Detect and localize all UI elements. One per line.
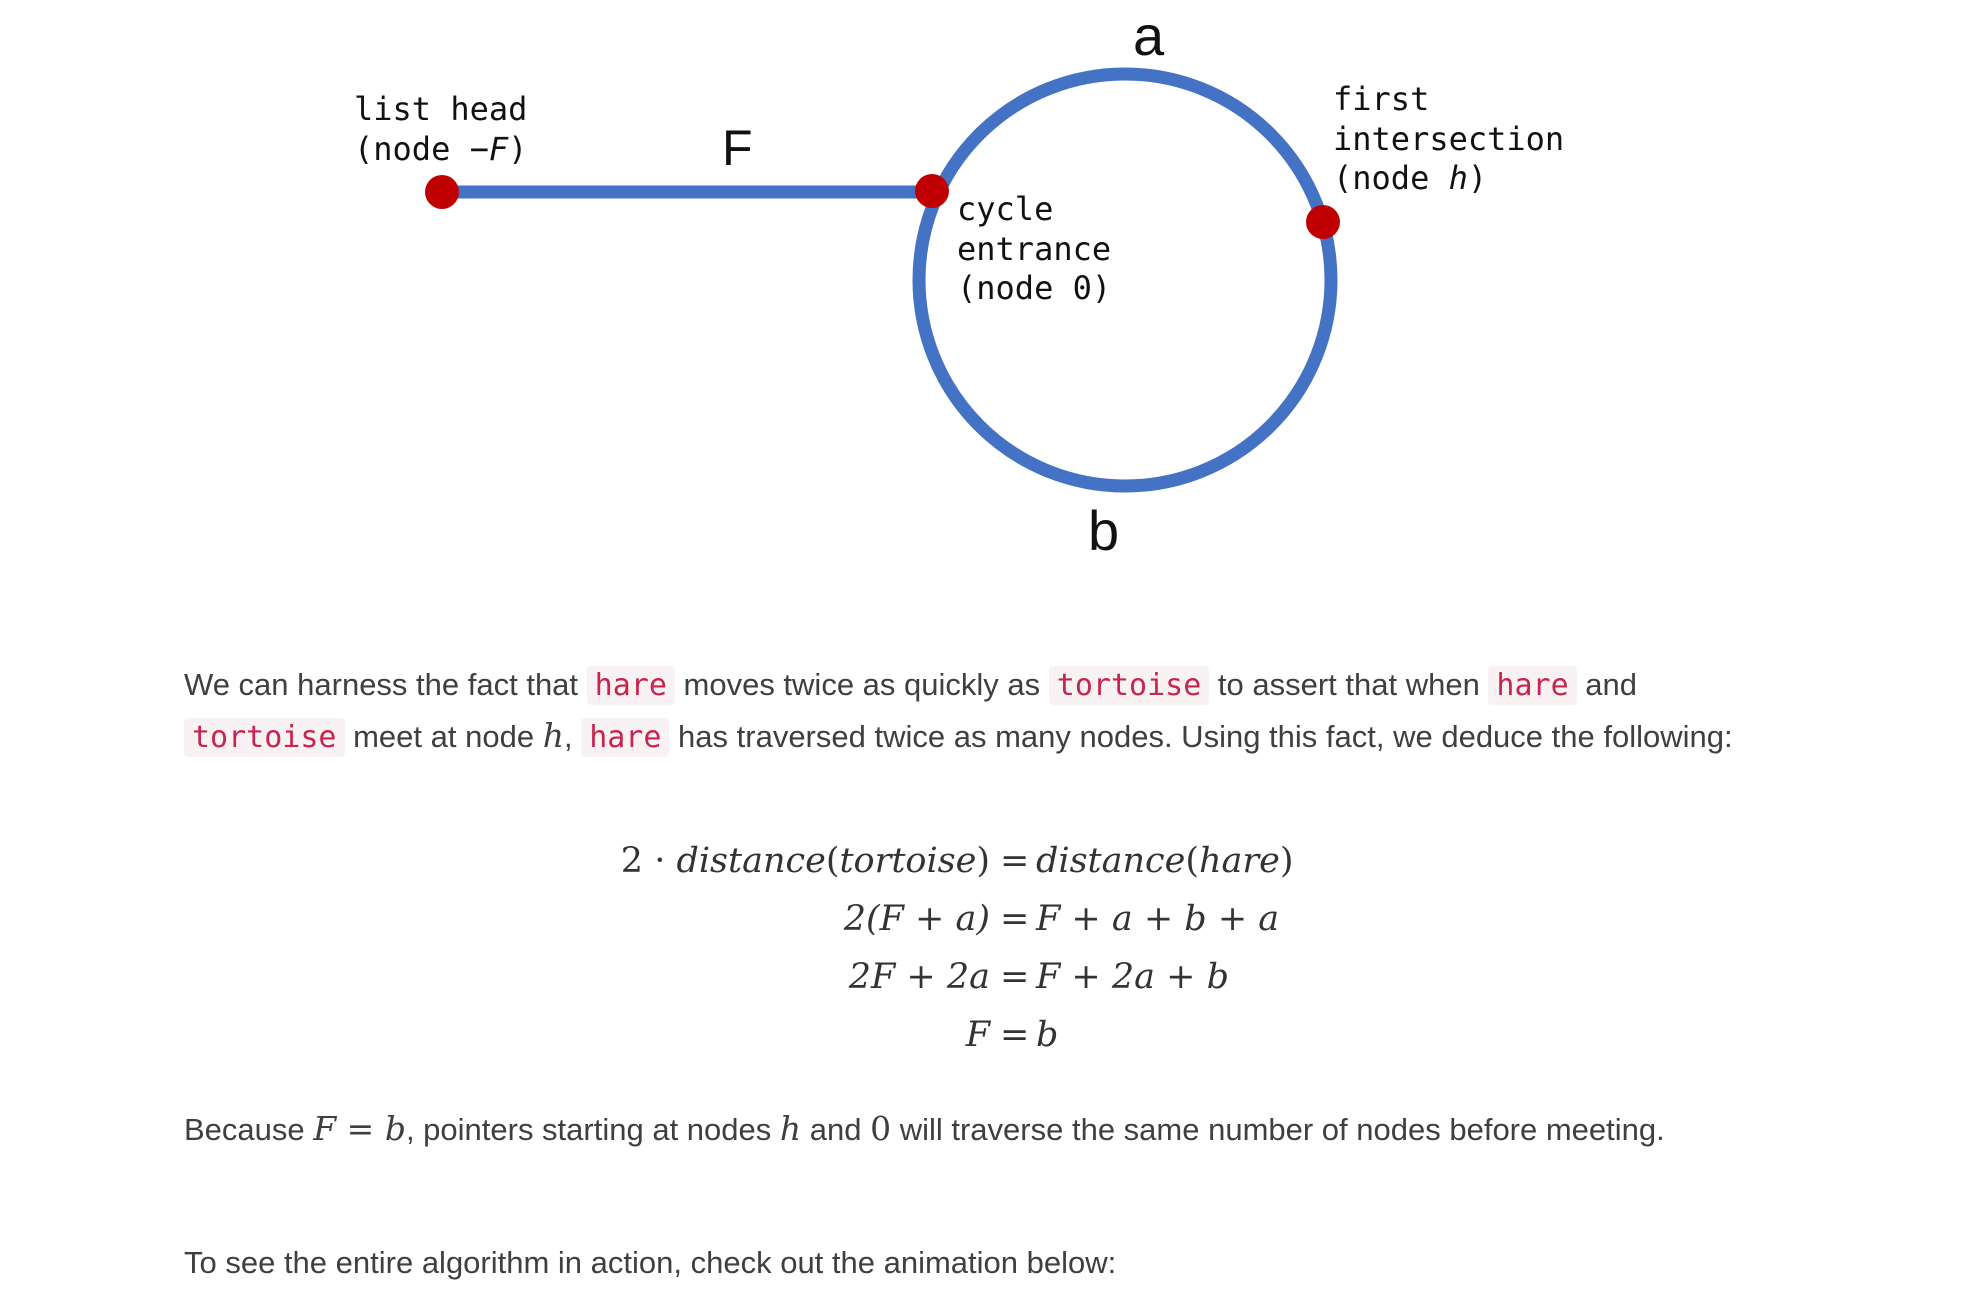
label-intersection-line1: first (1333, 80, 1429, 118)
paragraph-animation: To see the entire algorithm in action, c… (184, 1245, 1117, 1280)
node-head (425, 175, 459, 209)
code-tortoise: tortoise (184, 718, 345, 757)
label-entrance-line1: cycle (957, 190, 1053, 228)
label-head-line1: list head (354, 90, 527, 128)
cycle-path (912, 67, 1338, 493)
cycle-diagram: list head (node −F) F a b cycle entrance… (354, 4, 1564, 562)
paragraph-conclusion: Because F = b, pointers starting at node… (184, 1109, 1665, 1148)
label-F: F (722, 120, 753, 176)
equation-row: 2F + 2a = F + 2a + b (848, 957, 1229, 997)
label-a: a (1133, 4, 1165, 67)
math-b: b (384, 1109, 406, 1148)
math-h: h (542, 716, 564, 755)
math-zero: 0 (870, 1109, 892, 1148)
label-b: b (1088, 499, 1119, 562)
node-entrance (915, 174, 949, 208)
label-entrance-line2: entrance (957, 230, 1111, 268)
node-intersection (1306, 205, 1340, 239)
label-intersection-line3: (node h) (1333, 159, 1487, 197)
equation-row: 2 · distance(tortoise) = distance(hare) (620, 841, 1294, 881)
code-hare: hare (586, 666, 675, 705)
math-F: F (313, 1109, 337, 1148)
code-hare: hare (1488, 666, 1577, 705)
equation-row: 2(F + a) = F + a + b + a (843, 899, 1280, 939)
equation-row: F = b (965, 1015, 1059, 1055)
label-head-line2: (node −F) (354, 130, 527, 168)
paragraph-meeting: We can harness the fact that hare moves … (184, 666, 1733, 757)
label-entrance-line3: (node 0) (957, 269, 1111, 307)
code-hare: hare (581, 718, 670, 757)
math-h: h (779, 1109, 802, 1148)
label-intersection-line2: intersection (1333, 120, 1564, 158)
code-tortoise: tortoise (1048, 666, 1210, 705)
